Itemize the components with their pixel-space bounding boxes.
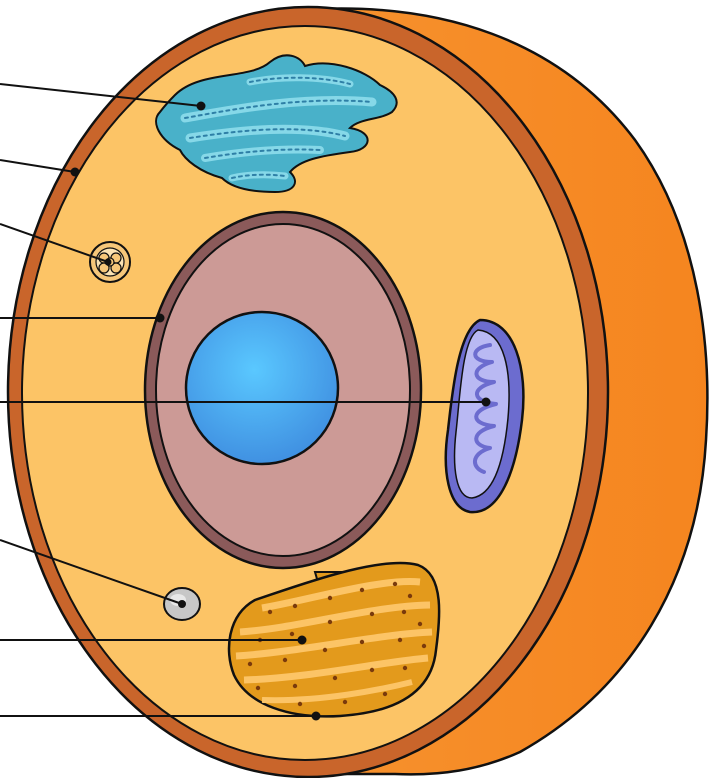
label-dot-mitochondrion	[482, 398, 491, 407]
label-dot-smooth-er	[197, 102, 206, 111]
label-dot-centrosome	[105, 259, 112, 266]
label-dot-cell-membrane	[71, 168, 80, 177]
nucleus	[145, 212, 421, 568]
label-dot-nuclear-envelope	[156, 314, 165, 323]
label-dot-lysosome	[178, 600, 186, 608]
label-dot-rough-er	[298, 636, 307, 645]
label-dot-ribosomes	[312, 712, 321, 721]
nucleolus	[186, 312, 338, 464]
